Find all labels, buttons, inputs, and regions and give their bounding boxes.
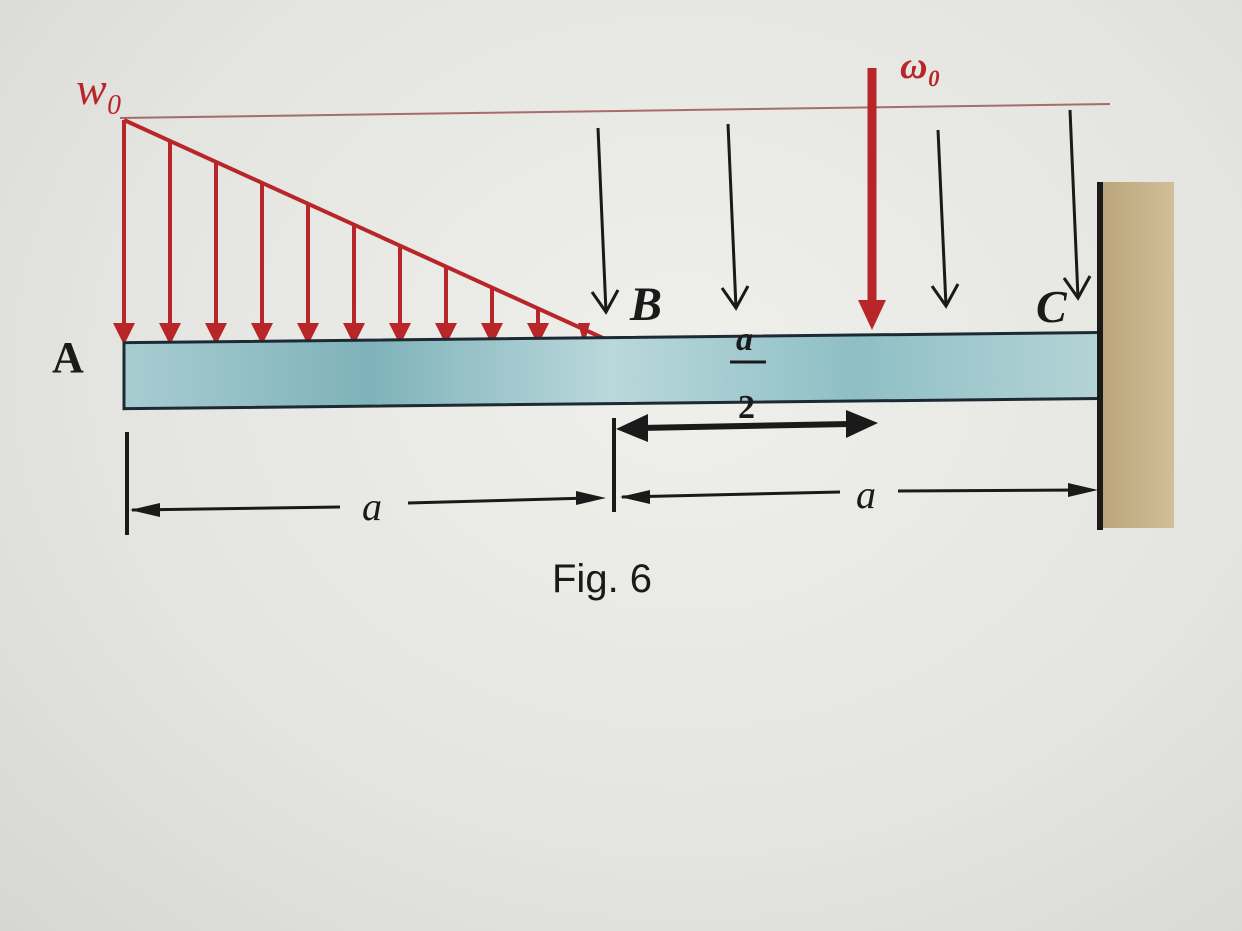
label-w0-left: w₀ bbox=[76, 63, 123, 114]
half-span-fraction: a 2 bbox=[730, 321, 766, 426]
load-arrow bbox=[251, 182, 273, 345]
label-point-b: B bbox=[629, 278, 662, 331]
fraction-denominator: 2 bbox=[738, 389, 755, 426]
load-slope-edge bbox=[123, 118, 606, 341]
label-point-a: A bbox=[52, 333, 84, 382]
load-arrow bbox=[113, 120, 135, 345]
uniform-load-arrow bbox=[720, 123, 750, 311]
load-arrow bbox=[205, 161, 227, 345]
label-point-c: C bbox=[1036, 281, 1068, 332]
half-span-dimension-arrow bbox=[616, 410, 878, 442]
load-arrow bbox=[481, 287, 503, 345]
fixed-wall-support bbox=[1097, 182, 1174, 530]
load-arrow bbox=[159, 140, 181, 345]
uniform-load bbox=[590, 109, 1092, 315]
uniform-load-arrow bbox=[1062, 109, 1092, 301]
beam bbox=[122, 330, 1102, 411]
load-arrow bbox=[527, 308, 549, 345]
label-w0-right: ω₀ bbox=[900, 45, 941, 87]
figure-caption: Fig. 6 bbox=[552, 557, 652, 601]
dimension-left: a bbox=[130, 484, 606, 529]
load-arrow bbox=[389, 245, 411, 345]
load-reference-line bbox=[119, 103, 1111, 119]
load-arrow bbox=[578, 323, 590, 345]
fraction-numerator: a bbox=[736, 321, 753, 358]
load-arrow bbox=[297, 203, 319, 345]
load-arrow bbox=[435, 266, 457, 345]
dimension-right-label: a bbox=[856, 472, 876, 517]
uniform-load-arrow bbox=[590, 127, 620, 315]
uniform-load-arrow bbox=[930, 129, 960, 309]
dimension-left-label: a bbox=[362, 484, 382, 529]
concentrated-load-arrow bbox=[858, 68, 886, 330]
triangular-load bbox=[113, 118, 606, 345]
dimension-right: a bbox=[620, 472, 1098, 517]
load-arrow bbox=[343, 224, 365, 345]
